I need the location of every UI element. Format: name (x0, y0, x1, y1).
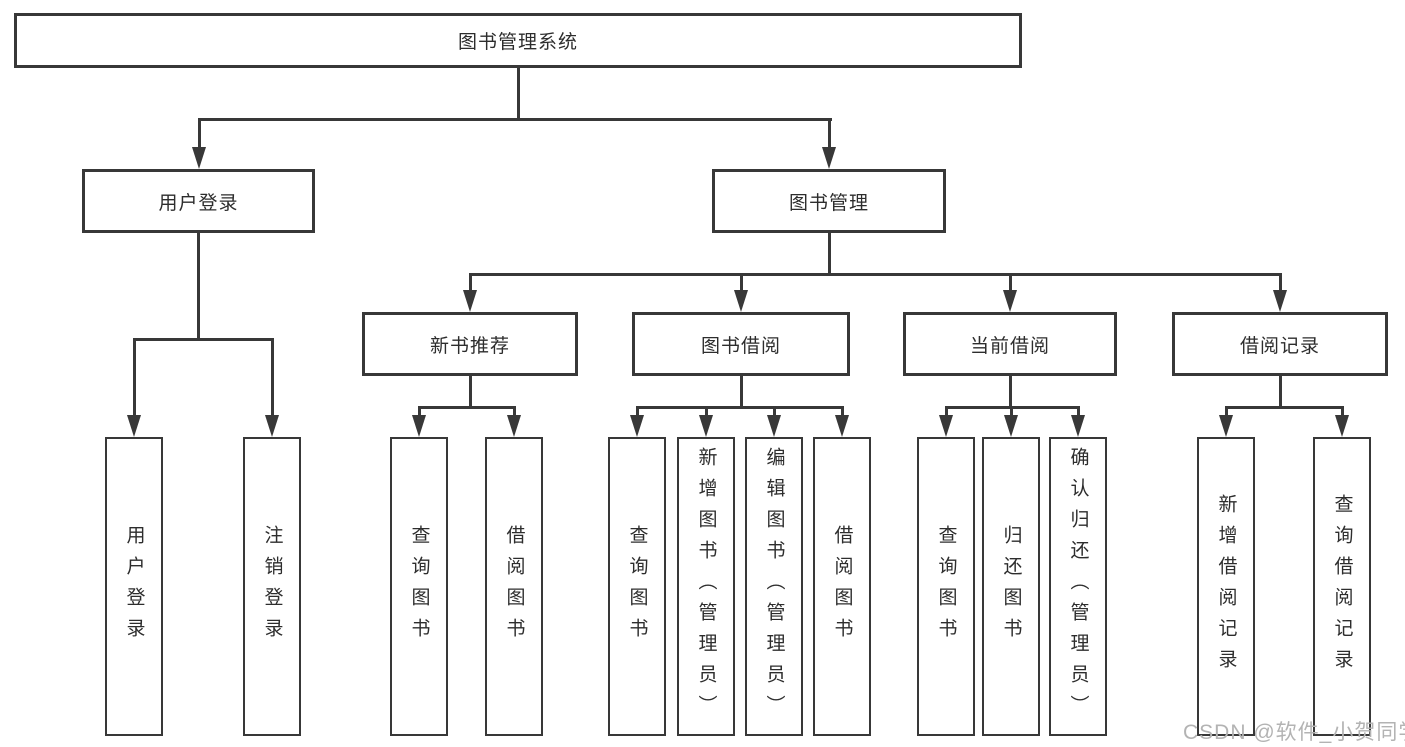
arrowhead (835, 415, 849, 437)
arrowhead (1003, 290, 1017, 312)
connector-line (705, 406, 708, 417)
connector-line (198, 118, 832, 121)
node-label: 借阅图书 (503, 524, 525, 649)
connector-line (636, 406, 843, 409)
leaf-confirm-return-admin: 确认归还（管理员） (1049, 437, 1107, 736)
node-label: 新增借阅记录 (1215, 493, 1237, 680)
connector-line (1077, 406, 1080, 417)
node-book-borrowing: 图书借阅 (632, 312, 850, 376)
connector-line (1279, 376, 1282, 406)
node-label: 借阅记录 (1239, 335, 1320, 357)
leaf-query-books-borrowing: 查询图书 (608, 437, 666, 736)
connector-line (945, 406, 948, 417)
arrowhead (1219, 415, 1233, 437)
arrowhead (265, 415, 279, 437)
arrowhead (1071, 415, 1085, 437)
node-current-borrowing: 当前借阅 (903, 312, 1117, 376)
connector-line (828, 233, 831, 273)
node-label: 确认归还（管理员） (1067, 447, 1089, 726)
connector-line (133, 338, 274, 341)
leaf-query-books-current: 查询图书 (917, 437, 975, 736)
arrowhead (822, 147, 836, 169)
arrowhead (463, 290, 477, 312)
connector-line (517, 68, 520, 118)
connector-line (469, 273, 472, 292)
node-new-book-recommendation: 新书推荐 (362, 312, 578, 376)
arrowhead (127, 415, 141, 437)
connector-line (636, 406, 639, 417)
node-borrowing-records: 借阅记录 (1172, 312, 1388, 376)
connector-line (1009, 376, 1012, 406)
node-library-management-system: 图书管理系统 (14, 13, 1022, 68)
connector-line (513, 406, 516, 417)
node-label: 查询图书 (935, 524, 957, 649)
arrowhead (699, 415, 713, 437)
connector-line (1010, 406, 1013, 417)
connector-line (773, 406, 776, 417)
node-label: 查询借阅记录 (1331, 493, 1353, 680)
connector-line (1225, 406, 1343, 409)
arrowhead (1004, 415, 1018, 437)
node-user-login: 用户登录 (82, 169, 315, 233)
node-label: 编辑图书（管理员） (763, 447, 785, 726)
connector-line (841, 406, 844, 417)
arrowhead (192, 147, 206, 169)
leaf-edit-books-admin: 编辑图书（管理员） (745, 437, 803, 736)
node-label: 当前借阅 (969, 335, 1050, 357)
node-label: 新增图书（管理员） (695, 447, 717, 726)
connector-line (1225, 406, 1228, 417)
node-label: 用户登录 (158, 192, 239, 214)
arrowhead (507, 415, 521, 437)
connector-line (418, 406, 421, 417)
arrowhead (1335, 415, 1349, 437)
node-label: 新书推荐 (429, 335, 510, 357)
connector-line (1341, 406, 1344, 417)
leaf-user-login: 用户登录 (105, 437, 163, 736)
node-label: 图书管理 (788, 192, 869, 214)
leaf-borrow-books-borrowing: 借阅图书 (813, 437, 871, 736)
node-label: 用户登录 (123, 524, 145, 649)
connector-line (197, 233, 200, 338)
leaf-add-books-admin: 新增图书（管理员） (677, 437, 735, 736)
leaf-add-borrow-record: 新增借阅记录 (1197, 437, 1255, 736)
arrowhead (939, 415, 953, 437)
arrowhead (734, 290, 748, 312)
node-label: 查询图书 (408, 524, 430, 649)
node-label: 图书借阅 (700, 335, 781, 357)
node-label: 图书管理系统 (457, 32, 578, 53)
csdn-watermark: CSDN @软件_小贺同学 (1183, 721, 1405, 744)
node-book-management: 图书管理 (712, 169, 946, 233)
arrowhead (767, 415, 781, 437)
arrowhead (412, 415, 426, 437)
connector-line (469, 273, 1282, 276)
leaf-return-books: 归还图书 (982, 437, 1040, 736)
connector-line (828, 118, 831, 149)
connector-line (740, 273, 743, 292)
arrowhead (630, 415, 644, 437)
leaf-query-borrow-record: 查询借阅记录 (1313, 437, 1371, 736)
connector-line (1009, 273, 1012, 292)
connector-line (271, 338, 274, 416)
connector-line (418, 406, 515, 409)
node-label: 查询图书 (626, 524, 648, 649)
connector-line (133, 338, 136, 416)
leaf-logout: 注销登录 (243, 437, 301, 736)
arrowhead (1273, 290, 1287, 312)
connector-line (740, 376, 743, 406)
node-label: 注销登录 (261, 524, 283, 649)
node-label: 归还图书 (1000, 524, 1022, 649)
leaf-query-books-recommend: 查询图书 (390, 437, 448, 736)
connector-line (469, 376, 472, 406)
connector-line (1279, 273, 1282, 292)
connector-line (198, 118, 201, 149)
leaf-borrow-books-recommend: 借阅图书 (485, 437, 543, 736)
node-label: 借阅图书 (831, 524, 853, 649)
